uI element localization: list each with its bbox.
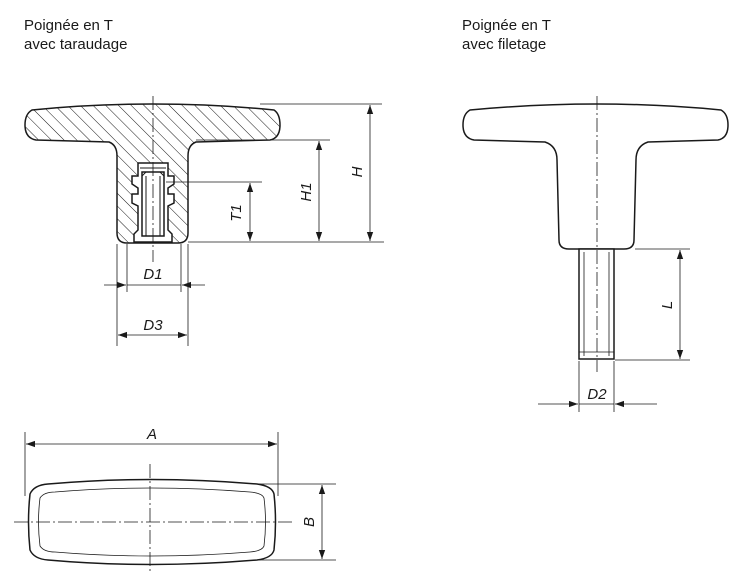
caption-tapped-line1: Poignée en T — [24, 17, 113, 34]
label-h1: H1 — [298, 182, 315, 201]
caption-threaded-handle: Poignée en T avec filetage — [462, 16, 551, 54]
dim-t1 — [166, 181, 384, 243]
label-d1: D1 — [143, 266, 162, 283]
caption-threaded-line1: Poignée en T — [462, 17, 551, 34]
dim-d3 — [116, 244, 189, 346]
caption-tapped-handle: Poignée en T avec taraudage — [24, 16, 127, 54]
label-a: A — [146, 426, 157, 443]
label-b: B — [301, 517, 318, 527]
dim-d2 — [538, 361, 657, 412]
label-l: L — [659, 301, 676, 309]
dim-h — [260, 103, 382, 241]
dim-h1 — [196, 139, 330, 241]
dim-l — [615, 248, 690, 361]
label-t1: T1 — [228, 204, 245, 222]
threaded-handle-view — [462, 103, 729, 360]
top-view-inner — [38, 487, 266, 557]
handle-body-outline — [462, 103, 729, 250]
tapped-bore — [141, 171, 165, 237]
dim-b — [258, 483, 336, 561]
dim-d1 — [104, 244, 205, 292]
caption-tapped-line2: avec taraudage — [24, 36, 128, 53]
label-d3: D3 — [143, 317, 163, 334]
caption-threaded-line2: avec filetage — [462, 36, 547, 53]
threaded-stud — [578, 248, 615, 360]
label-h: H — [349, 166, 366, 177]
dim-a — [24, 432, 279, 496]
label-d2: D2 — [587, 386, 607, 403]
